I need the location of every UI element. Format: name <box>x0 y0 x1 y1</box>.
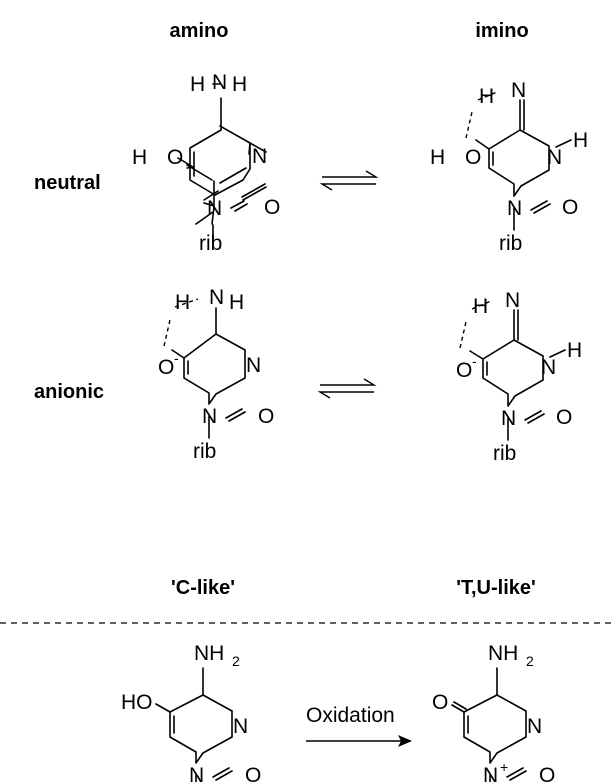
atom-N: N <box>233 715 248 738</box>
atom-H: H <box>430 146 445 169</box>
molecule-5-orc-plus: NH 2 O N N + O <box>432 642 555 782</box>
atom-O: O <box>167 146 183 169</box>
atom-rib: rib <box>199 232 222 255</box>
atom-NH2: NH <box>488 642 518 665</box>
atom-N: N <box>189 764 204 782</box>
atom-H: H <box>175 291 190 314</box>
atom-N: N <box>541 356 556 379</box>
molecule-neutral-amino: N H H N O H N O rib <box>132 71 280 255</box>
atom-HO: HO <box>121 691 153 714</box>
atom-N: N <box>212 71 227 94</box>
atom-O: O <box>432 691 448 714</box>
atom-N: N <box>527 715 542 738</box>
atom-charge-minus: - <box>472 353 477 369</box>
atom-N: N <box>511 79 526 102</box>
atom-N: N <box>202 405 217 428</box>
oxidation-label: Oxidation <box>306 704 395 727</box>
atom-H: H <box>573 129 588 152</box>
atom-subscript-2: 2 <box>526 653 534 669</box>
atom-H: H <box>473 295 488 318</box>
atom-N: N <box>505 289 520 312</box>
atom-N: N <box>547 146 562 169</box>
atom-H: H <box>567 339 582 362</box>
atom-rib: rib <box>193 440 216 463</box>
caption-tu-like: 'T,U-like' <box>456 577 536 599</box>
atom-H: H <box>132 146 147 169</box>
atom-N: N <box>246 354 261 377</box>
molecule-anionic-imino: N H O - N H N O rib <box>456 289 582 465</box>
atom-N: N <box>507 197 522 220</box>
atom-O: O <box>539 764 555 782</box>
equilibrium-arrows-anionic <box>317 378 377 399</box>
atom-O: O <box>562 196 578 219</box>
atom-O: O <box>456 359 472 382</box>
atom-N: N <box>209 286 224 309</box>
atom-O: O <box>258 405 274 428</box>
atom-N: N <box>501 407 516 430</box>
atom-N: N <box>483 764 498 782</box>
atom-N: N <box>252 145 267 168</box>
header-imino: imino <box>475 20 528 42</box>
atom-charge-plus: + <box>500 759 508 775</box>
atom-N: N <box>207 197 222 220</box>
atom-O: O <box>158 356 174 379</box>
equilibrium-arrows-neutral <box>319 170 379 191</box>
header-amino: amino <box>170 20 229 42</box>
atom-O: O <box>465 146 481 169</box>
atom-H: H <box>190 73 205 96</box>
atom-O: O <box>245 764 261 782</box>
atom-H: H <box>479 85 494 108</box>
atom-O: O <box>556 406 572 429</box>
atom-rib: rib <box>493 442 516 465</box>
atom-subscript-2: 2 <box>232 653 240 669</box>
atom-charge-minus: - <box>174 350 179 366</box>
molecule-5-horc: NH 2 HO N N O <box>121 642 261 782</box>
atom-H: H <box>232 73 247 96</box>
oxidation-arrow: Oxidation <box>306 704 412 747</box>
atom-O: O <box>264 196 280 219</box>
atom-NH2: NH <box>194 642 224 665</box>
atom-H: H <box>229 291 244 314</box>
atom-rib: rib <box>499 232 522 255</box>
molecule-anionic-amino: N H H N O - N O rib <box>158 286 274 463</box>
row-label-anionic: anionic <box>34 381 104 403</box>
caption-c-like: 'C-like' <box>171 577 235 599</box>
row-label-neutral: neutral <box>34 172 101 194</box>
molecule-neutral-imino: N H O H N H N O rib <box>430 79 588 255</box>
